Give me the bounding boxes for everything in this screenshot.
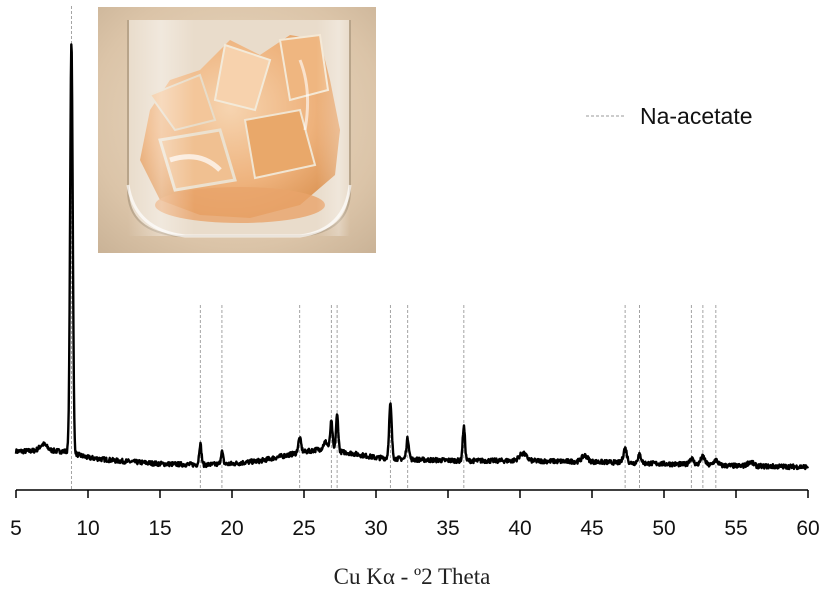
x-tick-label: 50 (652, 517, 675, 540)
x-tick-label: 5 (10, 517, 22, 540)
x-tick-label: 20 (220, 517, 243, 540)
x-tick-label: 45 (580, 517, 603, 540)
x-axis-title: Cu Kα - º2 Theta (334, 564, 491, 589)
legend: Na-acetate (586, 103, 753, 129)
x-tick-label: 10 (76, 517, 99, 540)
x-tick-label: 60 (796, 517, 819, 540)
legend-label: Na-acetate (640, 103, 753, 129)
xrd-pattern-line (14, 43, 809, 471)
x-tick-label: 35 (436, 517, 459, 540)
x-axis-ticks: 5 10 15 20 25 30 35 40 45 50 55 60 (10, 490, 820, 540)
x-tick-label: 40 (508, 517, 531, 540)
reference-lines (70, 6, 717, 490)
x-tick-label: 30 (364, 517, 387, 540)
x-tick-label: 55 (724, 517, 747, 540)
x-tick-label: 25 (292, 517, 315, 540)
x-tick-label: 15 (148, 517, 171, 540)
inset-photo (98, 7, 376, 253)
